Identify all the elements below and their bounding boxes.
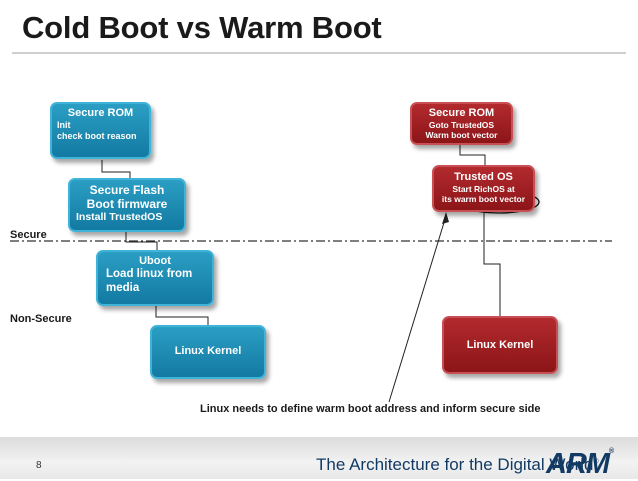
secure-flash-line2: Install TrustedOS [76, 211, 163, 224]
cold-linux-kernel-box: Linux Kernel [150, 325, 266, 379]
annotation-arrow [388, 215, 447, 403]
connector-warm-rom-to-trustedos [459, 145, 486, 165]
connector-flash-to-uboot [125, 232, 158, 250]
annotation-text: Linux needs to define warm boot address … [200, 403, 541, 415]
warm-secure-rom-title: Secure ROM [428, 107, 495, 119]
page-number: 8 [36, 460, 42, 471]
connector-trustedos-to-kernel [483, 212, 501, 316]
connector-rom-to-flash [101, 160, 131, 180]
cold-secure-rom-line1: Init [57, 119, 71, 130]
footer-bar [0, 437, 638, 479]
footer-tagline-text: The Architecture for the Digital World [316, 455, 594, 474]
uboot-title: Uboot [139, 255, 171, 267]
connector-uboot-to-kernel [155, 306, 209, 325]
title-divider [12, 52, 626, 54]
cold-linux-kernel-title: Linux Kernel [174, 345, 242, 357]
warm-secure-rom-line2: Warm boot vector [425, 129, 498, 140]
secure-zone-label: Secure [10, 229, 47, 241]
arm-logo-text: ARM [546, 448, 610, 480]
uboot-box: Uboot Load linux from media [96, 250, 214, 306]
footer-tagline: The Architecture for the Digital World® [316, 455, 599, 475]
uboot-line1: Load linux from [106, 267, 193, 280]
warm-secure-rom-line1: Goto TrustedOS [428, 119, 495, 130]
cold-secure-rom-box: Secure ROM Init check boot reason [50, 102, 151, 159]
secure-flash-box: Secure Flash Boot firmware Install Trust… [68, 178, 186, 232]
arm-logo-mark: ® [609, 448, 614, 455]
non-secure-zone-label: Non-Secure [10, 313, 72, 325]
warm-linux-kernel-box: Linux Kernel [442, 316, 558, 374]
trusted-os-line2: its warm boot vector [441, 193, 526, 204]
footer-tagline-mark: ® [593, 458, 599, 466]
cold-secure-rom-line2: check boot reason [57, 130, 137, 141]
secure-flash-title: Secure Flash [89, 183, 165, 197]
secure-flash-line1: Boot firmware [86, 197, 168, 212]
cold-secure-rom-title: Secure ROM [67, 107, 134, 119]
warm-secure-rom-box: Secure ROM Goto TrustedOS Warm boot vect… [410, 102, 513, 145]
trusted-os-line1: Start RichOS at [452, 183, 515, 194]
trusted-os-box: Trusted OS Start RichOS at its warm boot… [432, 165, 535, 212]
slide-title: Cold Boot vs Warm Boot [22, 10, 382, 45]
trusted-os-title: Trusted OS [454, 171, 513, 183]
arm-logo: ARM® [546, 448, 614, 481]
warm-linux-kernel-title: Linux Kernel [466, 339, 534, 351]
uboot-line2: media [106, 281, 140, 294]
annotation-arrowhead [442, 212, 449, 224]
